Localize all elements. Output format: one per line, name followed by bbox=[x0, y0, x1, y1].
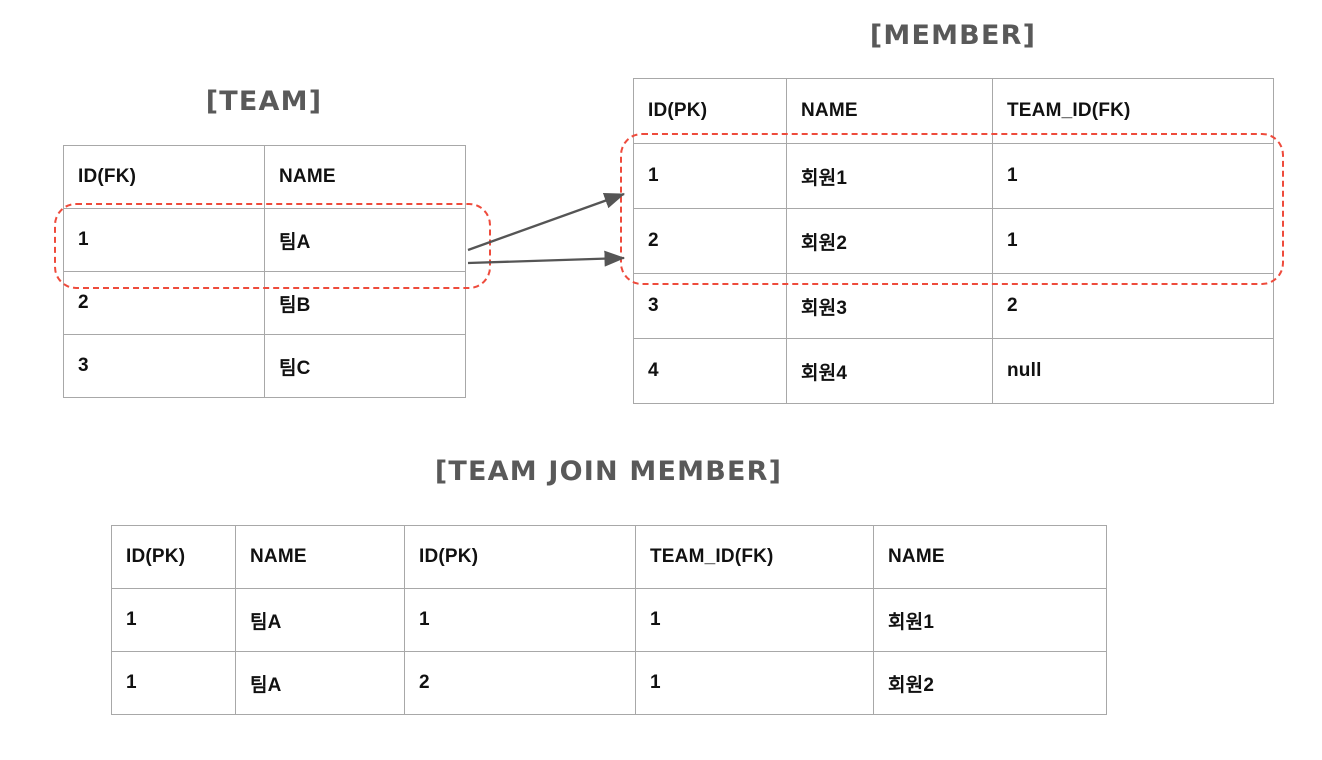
table-row: 2 회원2 1 bbox=[633, 208, 1274, 274]
join-cell-member-name: 회원2 bbox=[873, 651, 1107, 715]
join-cell-team-id: 1 bbox=[111, 651, 236, 715]
table-row: 3 팀C bbox=[63, 334, 466, 398]
table-row: 1 팀A 1 1 회원1 bbox=[111, 588, 1107, 652]
team-cell-name: 팀A bbox=[264, 208, 466, 272]
team-cell-name: 팀B bbox=[264, 271, 466, 335]
member-cell-id: 4 bbox=[633, 338, 787, 404]
join-table-title: [TEAM JOIN MEMBER] bbox=[434, 456, 783, 487]
member-table: ID(PK) NAME TEAM_ID(FK) 1 회원1 1 2 회원2 1 … bbox=[633, 78, 1274, 404]
member-cell-name: 회원1 bbox=[786, 143, 993, 209]
member-header-name: NAME bbox=[786, 78, 993, 144]
join-cell-team-id: 1 bbox=[111, 588, 236, 652]
team-cell-id: 1 bbox=[63, 208, 265, 272]
join-header-member-fk: TEAM_ID(FK) bbox=[635, 525, 874, 589]
member-header-id: ID(PK) bbox=[633, 78, 787, 144]
table-row: 1 회원1 1 bbox=[633, 143, 1274, 209]
member-cell-team-id: 2 bbox=[992, 273, 1274, 339]
table-row: 3 회원3 2 bbox=[633, 273, 1274, 339]
join-table: ID(PK) NAME ID(PK) TEAM_ID(FK) NAME 1 팀A… bbox=[111, 525, 1107, 715]
member-cell-id: 2 bbox=[633, 208, 787, 274]
join-cell-team-name: 팀A bbox=[235, 651, 405, 715]
join-cell-member-fk: 1 bbox=[635, 651, 874, 715]
member-cell-team-id: 1 bbox=[992, 143, 1274, 209]
join-header-team-id: ID(PK) bbox=[111, 525, 236, 589]
team-table-title: [TEAM] bbox=[205, 86, 323, 117]
table-header-row: ID(PK) NAME ID(PK) TEAM_ID(FK) NAME bbox=[111, 525, 1107, 589]
table-header-row: ID(PK) NAME TEAM_ID(FK) bbox=[633, 78, 1274, 144]
member-table-title: [MEMBER] bbox=[869, 20, 1037, 51]
table-header-row: ID(FK) NAME bbox=[63, 145, 466, 209]
join-header-member-name: NAME bbox=[873, 525, 1107, 589]
team-header-name: NAME bbox=[264, 145, 466, 209]
member-cell-name: 회원4 bbox=[786, 338, 993, 404]
join-cell-member-fk: 1 bbox=[635, 588, 874, 652]
join-header-team-name: NAME bbox=[235, 525, 405, 589]
join-cell-member-id: 1 bbox=[404, 588, 636, 652]
team-cell-name: 팀C bbox=[264, 334, 466, 398]
join-cell-member-id: 2 bbox=[404, 651, 636, 715]
table-row: 2 팀B bbox=[63, 271, 466, 335]
team-table: ID(FK) NAME 1 팀A 2 팀B 3 팀C bbox=[63, 145, 466, 398]
team-header-id: ID(FK) bbox=[63, 145, 265, 209]
member-cell-team-id: 1 bbox=[992, 208, 1274, 274]
member-cell-name: 회원2 bbox=[786, 208, 993, 274]
member-cell-team-id: null bbox=[992, 338, 1274, 404]
join-cell-member-name: 회원1 bbox=[873, 588, 1107, 652]
member-cell-id: 3 bbox=[633, 273, 787, 339]
join-cell-team-name: 팀A bbox=[235, 588, 405, 652]
member-header-team-id: TEAM_ID(FK) bbox=[992, 78, 1274, 144]
member-cell-id: 1 bbox=[633, 143, 787, 209]
arrow-team1-member2 bbox=[467, 250, 626, 267]
team-cell-id: 3 bbox=[63, 334, 265, 398]
join-header-member-id: ID(PK) bbox=[404, 525, 636, 589]
member-cell-name: 회원3 bbox=[786, 273, 993, 339]
team-cell-id: 2 bbox=[63, 271, 265, 335]
table-row: 1 팀A 2 1 회원2 bbox=[111, 651, 1107, 715]
table-row: 1 팀A bbox=[63, 208, 466, 272]
table-row: 4 회원4 null bbox=[633, 338, 1274, 404]
arrow-team1-member1 bbox=[467, 192, 626, 252]
